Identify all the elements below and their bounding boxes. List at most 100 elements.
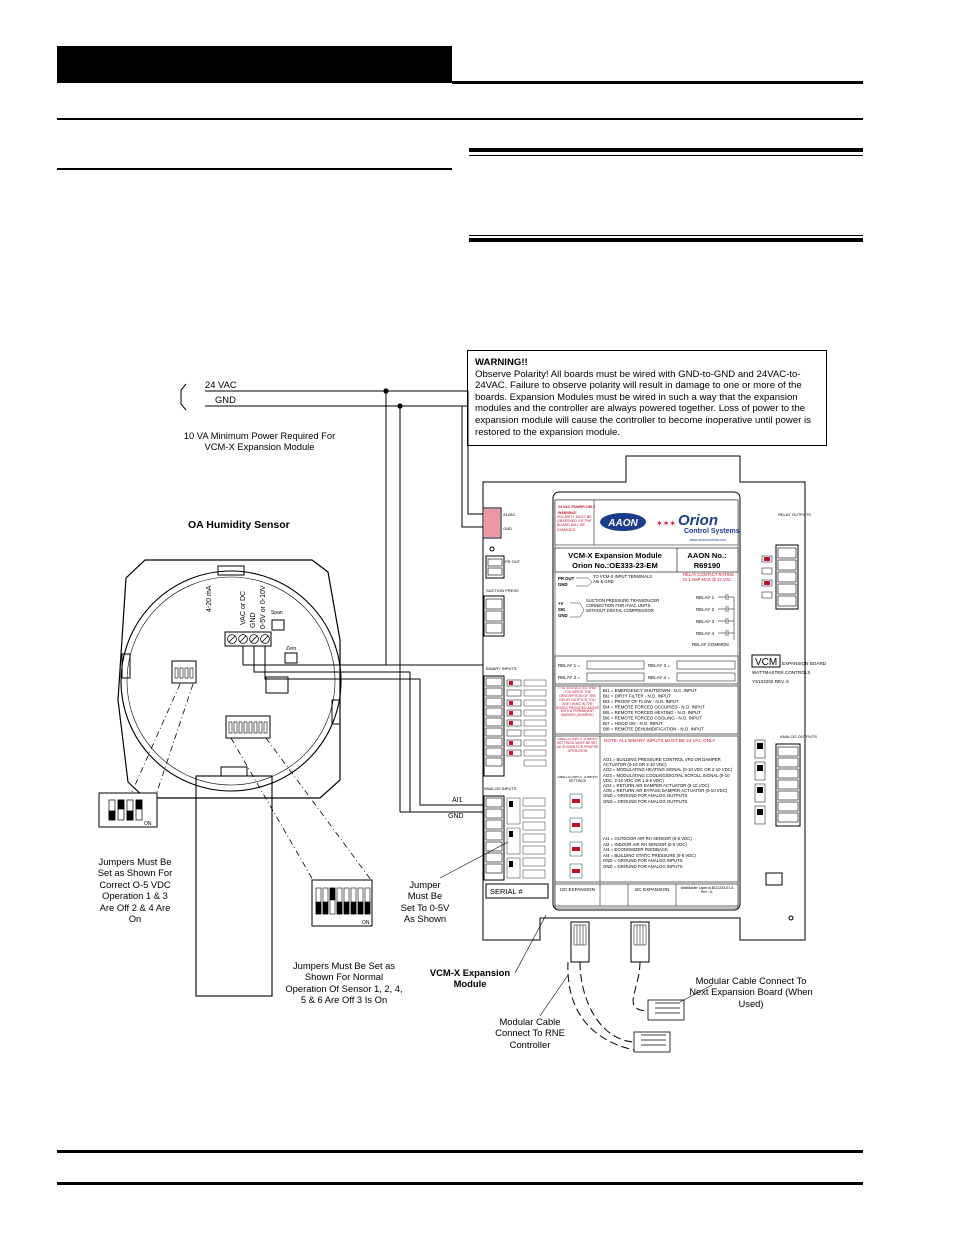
svg-text:BI5 = REMOTE FORCED HEATING -: BI5 = REMOTE FORCED HEATING - N.O. INPUT xyxy=(603,710,701,715)
sensor-dip-4-levers xyxy=(174,667,194,679)
analog-input-list: AI1 = OUTDOOR AIR RH SENSOR (0-5 VDC) AI… xyxy=(603,836,737,870)
analog-output-pins xyxy=(777,746,799,823)
ao-line: AO1 = BUILDING PRESSURE CONTROL VFD OR D… xyxy=(603,757,721,768)
terminal-screw-slots xyxy=(228,635,269,643)
leader-dip-8 xyxy=(230,737,314,881)
svg-text:YS102202 REV. 6: YS102202 REV. 6 xyxy=(752,679,789,684)
suction-bracket xyxy=(570,602,585,618)
zero-label: Zero xyxy=(286,646,297,652)
svg-text:RELAY 2 =: RELAY 2 = xyxy=(558,675,580,680)
sensor-face-inner xyxy=(126,576,336,786)
ai-line: GND = GROUND FOR ANALOG INPUTS xyxy=(603,863,683,869)
zero-trimmer[interactable] xyxy=(284,652,298,664)
relay-labels: RELAY 1 RELAY 2 RELAY 3 RELAY 4 RELAY CO… xyxy=(692,595,729,647)
svg-text:BI8 = REMOTE DEHUMIDIFICATION: BI8 = REMOTE DEHUMIDIFICATION - N.O. INP… xyxy=(603,727,704,732)
cable-rne-wire-2 xyxy=(567,961,635,1051)
board-title-2: Orion No.:OE333-23-EM xyxy=(572,561,658,570)
warning-title: WARNING!! xyxy=(475,357,528,368)
aaon-logo-oval xyxy=(600,513,646,531)
binary-input-led-dots xyxy=(509,681,513,755)
jumpers-note-8: Jumpers Must Be Set as Shown For Normal … xyxy=(285,960,403,1006)
right-column-rule-top-a xyxy=(469,148,863,152)
expansion-board-stamp: EXPANSION BOARD WATTMASTER CONTROLS YS10… xyxy=(752,661,827,684)
modular-plug-rne xyxy=(633,1031,671,1053)
ao-jumper-shunts xyxy=(757,743,763,815)
relay-write-in-boxes[interactable] xyxy=(586,660,736,682)
bi-voltage-note: NOTE: ALL BINARY INPUTS MUST BE 24 VAC O… xyxy=(604,738,716,743)
ao-line: AO3 = MODULATING COOLING/DIGITAL SCROLL … xyxy=(603,772,730,783)
sensor-terminal-label-gnd: GND xyxy=(250,612,257,628)
bi-section xyxy=(554,685,739,735)
serial-label: SERIAL # xyxy=(490,887,523,896)
cable-next xyxy=(632,961,649,1012)
sensor-terminal-label-vac: VAC or DC xyxy=(240,590,247,625)
i2c-row xyxy=(554,883,739,907)
svg-text:RELAY COMMON: RELAY COMMON xyxy=(692,642,729,647)
dip-4-detail-levers xyxy=(108,799,143,821)
sensor-connector xyxy=(265,676,289,694)
sensor-sig-to-board xyxy=(419,679,486,806)
svg-text:BI6 = REMOTE FORCED COOLING -: BI6 = REMOTE FORCED COOLING - N.O. INPUT xyxy=(603,716,702,721)
leader-dip-4 xyxy=(131,683,181,793)
cable-rne xyxy=(579,961,635,1043)
ai-line: GND = GROUND FOR ANALOG INPUTS xyxy=(603,858,683,864)
svg-text:EXPANSION BOARD: EXPANSION BOARD xyxy=(782,661,827,666)
ao-line: AO5 = RETURN AIR BYPASS DAMPER ACTUATOR … xyxy=(603,788,728,794)
sensor-wire-24v xyxy=(242,646,486,666)
warning-body: Observe Polarity! All boards must be wir… xyxy=(475,368,811,438)
callout-module-leader xyxy=(514,914,547,974)
serial-box xyxy=(485,883,549,899)
leader-dip-4-b xyxy=(156,683,194,793)
ao-line: GND = GROUND FOR ANALOG OUTPUTS xyxy=(603,793,688,799)
board-title-1: VCM-X Expansion Module xyxy=(568,551,662,560)
ai-jumper-settings: ANALOG INPUT JUMPER SETTINGS xyxy=(557,776,598,783)
aaon-no-value: R69190 xyxy=(694,561,721,570)
sensor-title: OA Humidity Sensor xyxy=(188,519,290,531)
binary-input-pins xyxy=(485,677,503,767)
svg-text:BI1 = EMERGENCY SHUTDOWN - N.C: BI1 = EMERGENCY SHUTDOWN - N.C. INPUT xyxy=(603,688,697,693)
sensor-wire-gnd xyxy=(253,646,410,673)
dip-8-on-text: ON xyxy=(362,920,370,926)
sensor-terminal-label-v: 0-5V or 0-10V xyxy=(260,585,267,629)
sensor-dip-switch-8[interactable] xyxy=(225,715,271,739)
span-trimmer[interactable] xyxy=(271,619,285,631)
svg-text:RELAY 2: RELAY 2 xyxy=(696,607,715,612)
pr-out-connector-label: PR OUT xyxy=(505,559,521,564)
callout-next-leader xyxy=(679,984,713,1003)
aaon-no-label: AAON No.: xyxy=(687,551,726,560)
footer-rule-bottom xyxy=(57,1182,863,1185)
sensor-probe xyxy=(195,775,273,997)
sensor-tab-top xyxy=(217,565,245,576)
suction-note: SUCTION PRESSURE TRANSDUCER CONNECTION F… xyxy=(586,599,660,613)
left-column-rule xyxy=(57,168,452,170)
suction-connector-label: SUCTION PRESS xyxy=(486,588,519,593)
mount-hole-right xyxy=(788,915,794,921)
sensor-terminal-label-ma: 4-20 mA xyxy=(206,585,213,612)
callout-cable-next: Modular Cable Connect To Next Expansion … xyxy=(689,975,813,1009)
header-rule xyxy=(452,81,863,84)
sensor-tab-left xyxy=(121,653,131,679)
ai-line: AI1 = OUTDOOR AIR RH SENSOR (0-5 VDC) xyxy=(603,836,692,841)
relay-leds xyxy=(761,555,773,599)
vcm-badge: VCM xyxy=(755,657,777,668)
relay-output-pins xyxy=(777,547,797,607)
sensor-wire-sig xyxy=(264,646,420,680)
ao-line: GND = GROUND FOR ANALOG OUTPUTS xyxy=(603,798,688,804)
svg-text:RELAY 1 =: RELAY 1 = xyxy=(558,663,580,668)
bi-write-note: IT IS SUGGESTED THAT YOU WRITE THE DESCR… xyxy=(556,687,599,718)
control-systems-logo: Control Systems xyxy=(684,528,740,535)
callout-cable-rne: Modular Cable Connect To RNE Controller xyxy=(495,1016,565,1050)
mount-hole-left xyxy=(489,546,495,552)
analog-outputs-label: ANALOG OUTPUTS xyxy=(780,734,817,739)
svg-text:24 VAC POWER ONLY: 24 VAC POWER ONLY xyxy=(558,505,596,509)
vcm-badge-box xyxy=(751,654,781,668)
binary-input-list: BI1 = EMERGENCY SHUTDOWN - N.C. INPUT BI… xyxy=(603,688,705,732)
header-bar xyxy=(57,46,452,83)
vac-label: 24 VAC xyxy=(205,379,237,390)
sensor-terminal-block xyxy=(224,631,272,647)
svg-text:SIG: SIG xyxy=(558,607,566,612)
power-bracket xyxy=(180,383,187,411)
callout-rne-leader xyxy=(539,974,569,1017)
callout-jumper: Jumper Must Be Set To 0-5V As Shown xyxy=(400,879,450,925)
relay-contact-symbols xyxy=(718,594,735,640)
